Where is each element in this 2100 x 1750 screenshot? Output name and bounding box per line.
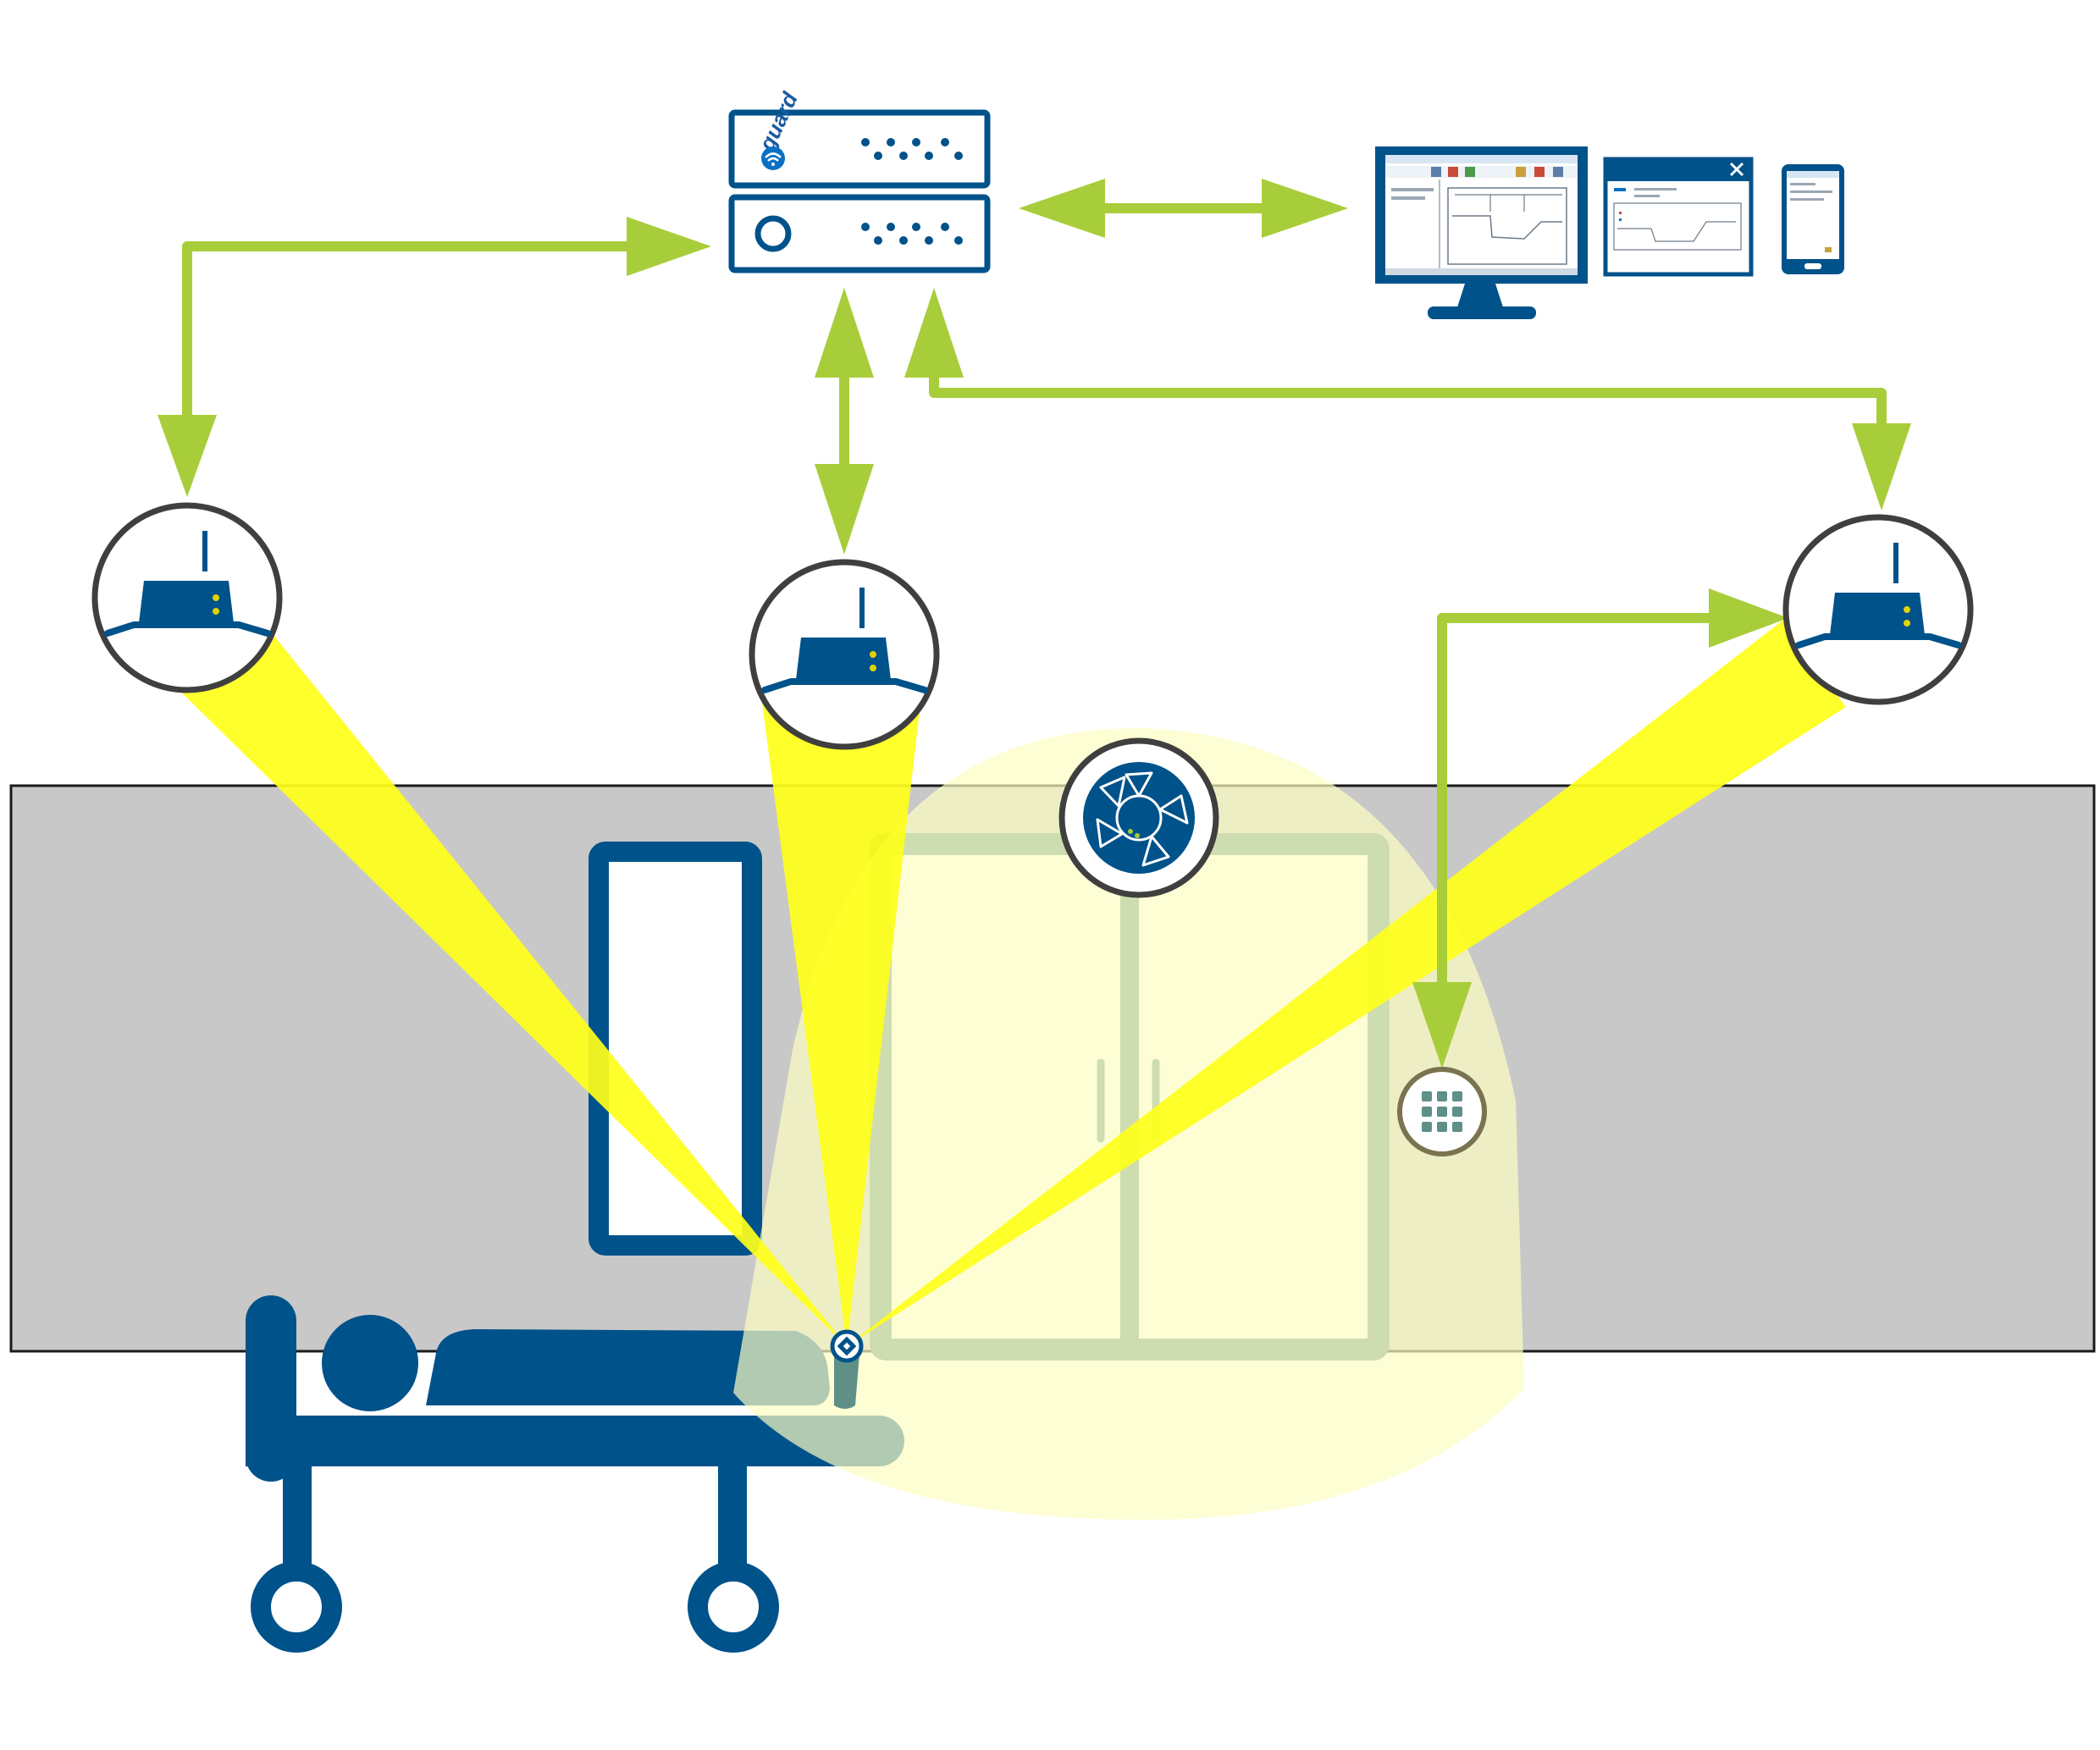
wrist-tag-icon	[830, 1329, 864, 1409]
patient-on-bed-icon	[246, 1295, 904, 1653]
ceiling-locator-icon	[1058, 737, 1219, 898]
monitor-icon	[1375, 146, 1588, 319]
browser-window-icon	[1603, 157, 1754, 277]
arrowhead	[1262, 179, 1348, 238]
arrowhead	[1019, 179, 1105, 238]
arrow-receiver-left-to-server	[182, 241, 644, 423]
signal-beam-center	[762, 703, 920, 1346]
arrowhead	[1852, 423, 1911, 511]
wireless-router-icon	[104, 531, 271, 637]
signal-beam-right	[847, 621, 1846, 1346]
server-bottom-leds	[861, 223, 963, 245]
arrowhead	[815, 464, 874, 555]
keypad-icon	[1397, 1067, 1487, 1157]
arrowhead	[904, 288, 964, 378]
arrow-keypad-to-receiver-right	[1437, 613, 1732, 1002]
signal-beam-left	[158, 634, 847, 1346]
arrowhead	[1709, 588, 1788, 648]
arrowhead	[627, 217, 711, 276]
server-power-icon	[754, 215, 792, 252]
server-top-leds	[861, 138, 963, 160]
arrowhead	[815, 288, 874, 378]
arrow-server-to-receiver-right	[929, 347, 1887, 433]
close-icon	[1729, 162, 1744, 177]
coverage-zone	[733, 728, 1524, 1521]
receiver-right	[1782, 514, 1974, 705]
receiver-center	[749, 559, 940, 750]
smartphone-icon	[1782, 164, 1844, 274]
wireless-router-icon	[761, 588, 928, 693]
window-icon	[589, 842, 762, 1256]
arrowhead	[158, 415, 217, 497]
wireless-router-icon	[1795, 543, 1962, 649]
arrowhead	[1412, 982, 1472, 1068]
server-icon: guard	[728, 87, 991, 273]
receiver-left	[91, 502, 283, 693]
